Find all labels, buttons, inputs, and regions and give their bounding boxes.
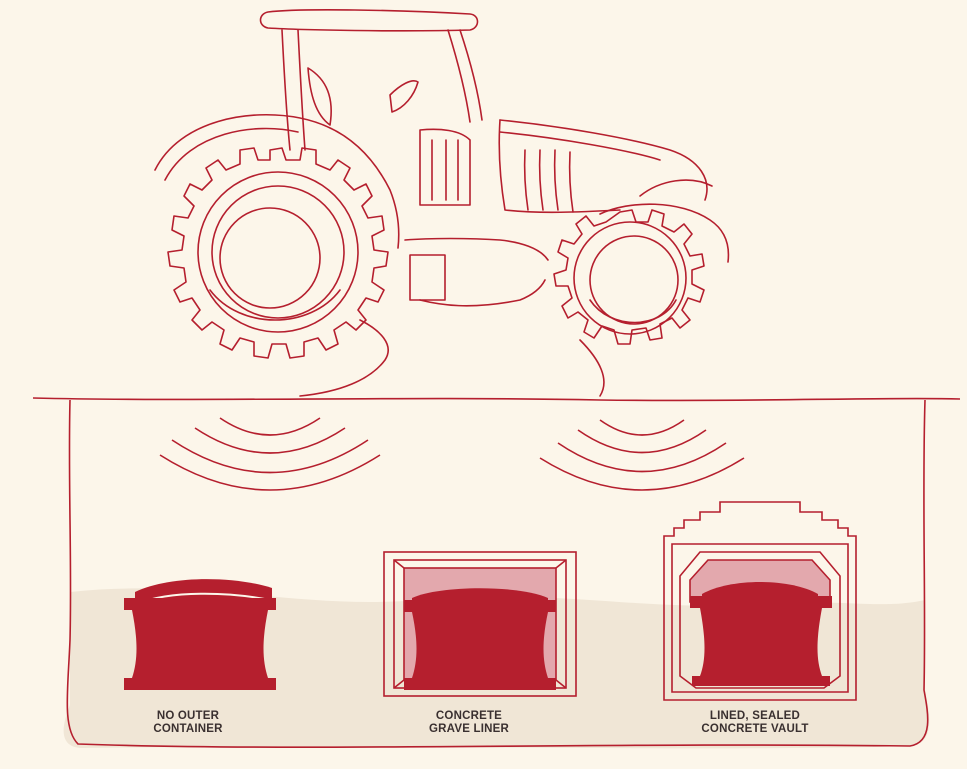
tractor-icon bbox=[154, 9, 730, 397]
caption-line: GRAVE LINER bbox=[429, 723, 509, 735]
grave-liner bbox=[383, 551, 577, 697]
caption-no-outer-container: NO OUTER CONTAINER bbox=[88, 710, 288, 736]
sealed-vault bbox=[663, 501, 857, 701]
caption-line: CONCRETE bbox=[435, 710, 503, 722]
caption-sealed-concrete-vault: LINED, SEALED CONCRETE VAULT bbox=[655, 710, 855, 736]
ground-line bbox=[32, 397, 961, 402]
caption-concrete-grave-liner: CONCRETE GRAVE LINER bbox=[369, 710, 569, 736]
casket-no-container bbox=[124, 579, 276, 690]
ground-outline bbox=[66, 399, 929, 749]
caption-line: CONCRETE VAULT bbox=[701, 723, 809, 735]
caption-line: NO OUTER bbox=[156, 710, 220, 722]
pressure-waves-front bbox=[539, 419, 745, 491]
caption-line: CONTAINER bbox=[153, 723, 223, 735]
caption-line: LINED, SEALED bbox=[709, 710, 801, 722]
pressure-waves-rear bbox=[159, 417, 381, 491]
